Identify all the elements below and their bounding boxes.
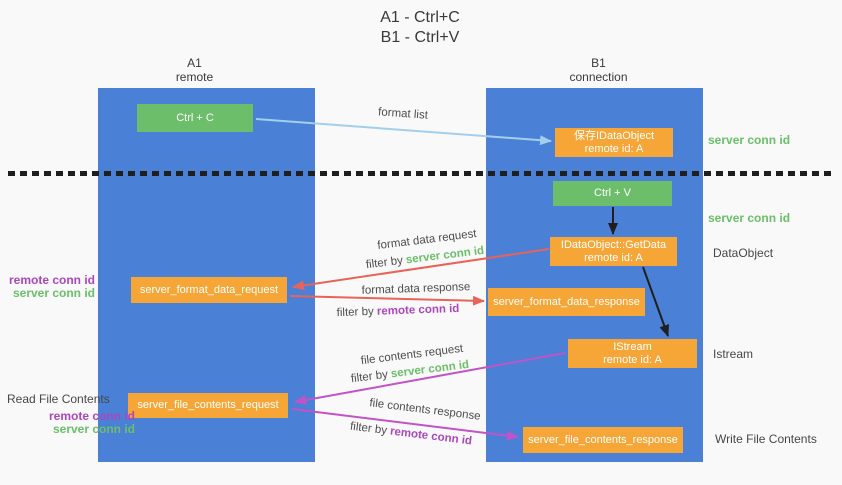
node-istream-line2: remote id: A	[603, 353, 662, 366]
node-save-dataobject-line2: remote id: A	[584, 142, 644, 155]
node-server-format-data-request: server_format_data_request	[131, 277, 287, 303]
lane-b1-subtitle: connection	[569, 70, 628, 84]
node-idataobject-getdata: IDataObject::GetData remote id: A	[550, 237, 677, 266]
label-remote-conn-id-left-bottom: remote conn id	[48, 409, 135, 423]
arrow-format-data-request	[292, 248, 550, 291]
node-ctrl-v: Ctrl + V	[553, 181, 672, 206]
node-format-response-label: server_format_data_response	[493, 295, 640, 308]
label-server-conn-id-left-top: server conn id	[12, 286, 95, 300]
node-ctrl-v-label: Ctrl + V	[594, 187, 631, 199]
node-istream-line1: IStream	[613, 340, 652, 353]
label-stack-file: remote conn id server conn id	[0, 410, 135, 436]
node-file-request-label: server_file_contents_request	[137, 399, 279, 411]
dashed-divider	[8, 171, 836, 176]
label-server-conn-id-mid: server conn id	[708, 211, 791, 225]
lane-a1-subtitle: remote	[175, 70, 214, 84]
label-dataobject: DataObject	[713, 246, 774, 260]
node-file-response-label: server_file_contents_response	[528, 433, 678, 446]
label-read-file-contents: Read File Contents	[7, 392, 110, 406]
label-server-conn-id-left-bottom: server conn id	[52, 422, 135, 436]
label-server-conn-id-top: server conn id	[708, 133, 791, 147]
label-remote-conn-id-left-top: remote conn id	[8, 273, 95, 287]
node-save-dataobject-line1: 保存IDataObject	[573, 129, 655, 142]
title-line-2: B1 - Ctrl+V	[380, 29, 460, 46]
arrow-file-contents-response	[291, 408, 519, 441]
lane-header-b1: B1 connection	[490, 56, 707, 84]
node-ctrl-c-label: Ctrl + C	[176, 111, 214, 124]
node-istream: IStream remote id: A	[568, 339, 697, 368]
node-server-file-contents-response: server_file_contents_response	[523, 427, 683, 453]
arrow-format-data-response	[289, 295, 485, 306]
lane-a1-title: A1	[187, 56, 202, 70]
node-format-request-label: server_format_data_request	[139, 283, 279, 296]
arrow-file-contents-request	[294, 352, 566, 405]
label-write-file-contents: Write File Contents	[715, 432, 817, 446]
title-line-1: A1 - Ctrl+C	[380, 9, 460, 26]
node-server-format-data-response: server_format_data_response	[488, 288, 645, 316]
node-server-file-contents-request: server_file_contents_request	[128, 393, 288, 418]
filter-prefix: filter by	[336, 305, 378, 320]
node-ctrl-c: Ctrl + C	[137, 104, 253, 132]
arrow-format-list	[255, 118, 552, 146]
node-getdata-line2: remote id: A	[584, 251, 643, 264]
label-istream: Istream	[713, 347, 754, 361]
lane-header-a1: A1 remote	[86, 56, 303, 84]
node-getdata-line1: IDataObject::GetData	[560, 238, 667, 251]
label-stack-format: remote conn id server conn id	[0, 274, 95, 300]
lane-b1-title: B1	[591, 56, 606, 70]
node-save-dataobject: 保存IDataObject remote id: A	[555, 128, 673, 157]
arrow-getdata-to-istream	[642, 266, 669, 337]
diagram-title: A1 - Ctrl+C B1 - Ctrl+V	[320, 8, 520, 48]
